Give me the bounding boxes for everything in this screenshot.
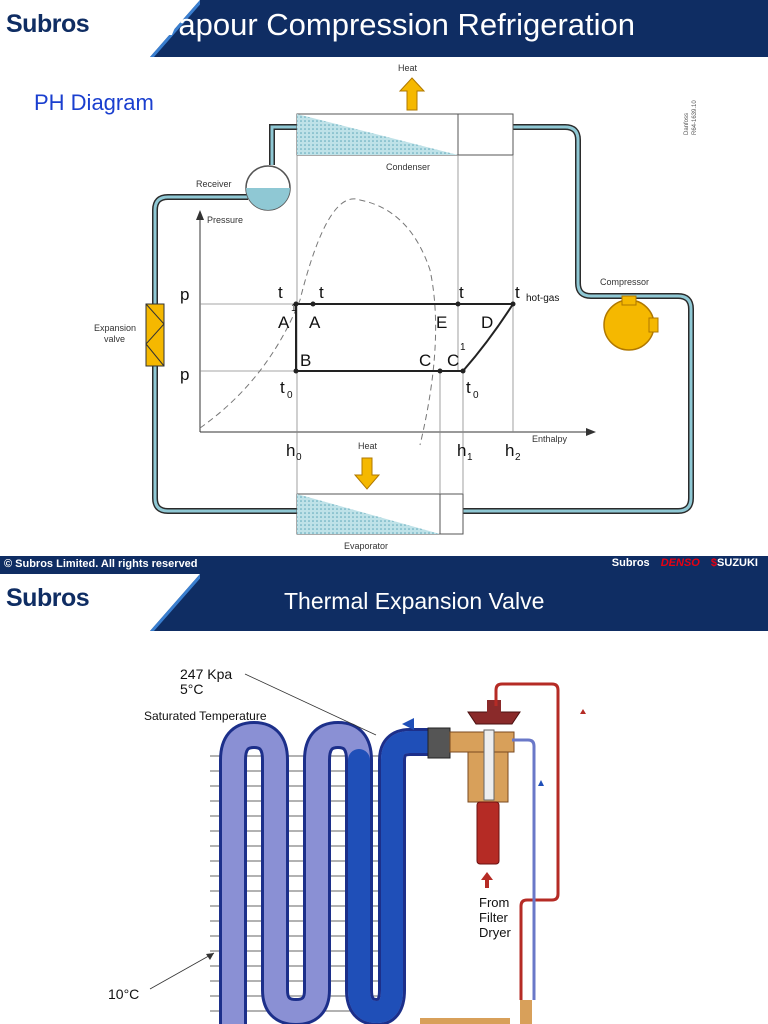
- temp-5c-label: 5°C: [180, 681, 204, 697]
- t0-left-label: t: [280, 378, 285, 397]
- header-swoosh: [0, 574, 200, 631]
- heat-top-label: Heat: [398, 63, 418, 73]
- enthalpy-axis-arrow: [586, 428, 596, 436]
- condenser: [296, 113, 514, 156]
- partner-logos: Subros DENSO $SUZUKI: [612, 557, 758, 569]
- slide-title: Thermal Expansion Valve: [284, 588, 545, 614]
- h2-label: h: [505, 441, 514, 460]
- saturation-dome: [199, 198, 437, 446]
- flow-arrow-left: [402, 718, 414, 730]
- a-label: A: [309, 313, 321, 332]
- header-bar: Subros Vapour Compression Refrigeration: [0, 0, 768, 57]
- h0-label: h: [286, 441, 295, 460]
- h2-sub: 2: [515, 452, 521, 463]
- heat-arrow-down: [353, 457, 381, 490]
- receiver: [245, 165, 291, 211]
- compressor-label: Compressor: [600, 277, 649, 287]
- t-hot-sub: hot-gas: [526, 293, 559, 304]
- danfoss-label-1: Danfoss: [684, 113, 690, 135]
- diagram-subtitle: PH Diagram: [34, 90, 154, 115]
- c1-sup: 1: [460, 342, 466, 353]
- from-label: From: [479, 895, 509, 910]
- a1-sup: 1: [291, 303, 297, 314]
- t-hot-label: t: [515, 283, 520, 302]
- bottom-fitting: [420, 1018, 510, 1024]
- p-high-label: p: [180, 285, 189, 304]
- header-bar: Subros Thermal Expansion Valve: [0, 574, 768, 631]
- expansion-valve-label-2: valve: [104, 334, 125, 344]
- footer-suzuki-logo: $SUZUKI: [710, 557, 758, 569]
- t0-right-sub: 0: [473, 390, 479, 401]
- footer-denso-logo: DENSO: [660, 557, 700, 569]
- footer-subros-logo: Subros: [611, 557, 650, 569]
- t0-right-label: t: [466, 378, 471, 397]
- header-swoosh: [0, 0, 200, 57]
- expansion-valve: [145, 303, 165, 367]
- subros-logo: Subros: [6, 10, 90, 39]
- subros-logo: Subros: [6, 584, 90, 613]
- slide-vapour-compression: Subros Vapour Compression Refrigeration …: [0, 0, 768, 574]
- logo-text: Subros: [6, 10, 90, 38]
- c-label: C: [419, 351, 431, 370]
- t0-left-sub: 0: [287, 390, 293, 401]
- danfoss-label-2: R64-1639.10: [692, 100, 698, 135]
- cycle-points: [293, 301, 516, 374]
- condenser-label: Condenser: [386, 162, 430, 172]
- evaporator-label: Evaporator: [344, 541, 388, 551]
- ph-diagram: Heat Heat Condenser Evaporator Receiver: [94, 63, 698, 551]
- h1-sub: 1: [467, 452, 473, 463]
- b-label: B: [300, 351, 311, 370]
- e-label: E: [436, 313, 447, 332]
- pressure-label: 247 Kpa: [180, 666, 232, 682]
- t-a-label: t: [319, 283, 324, 302]
- flow-arrow-up-small-blue: [538, 780, 544, 786]
- filter-label: Filter: [479, 910, 509, 925]
- flow-arrow-up-red: [481, 872, 493, 888]
- copyright-text: © Subros Limited. All rights reserved: [4, 558, 198, 570]
- temp-leader-arrow: [206, 953, 214, 960]
- enthalpy-axis-label: Enthalpy: [532, 434, 568, 444]
- ph-axes: [199, 215, 590, 433]
- footer-bar: © Subros Limited. All rights reserved Su…: [0, 556, 768, 574]
- heat-bottom-label: Heat: [358, 441, 378, 451]
- evaporator: [296, 493, 464, 535]
- slide-title: Vapour Compression Refrigeration: [160, 7, 635, 42]
- pressure-axis-label: Pressure: [207, 215, 243, 225]
- expansion-valve-body: [427, 700, 521, 865]
- dryer-label: Dryer: [479, 925, 511, 940]
- t-a1-label: t: [278, 283, 283, 302]
- p-low-label: p: [180, 365, 189, 384]
- d-label: D: [481, 313, 493, 332]
- temp-leader-line: [149, 952, 215, 990]
- temp-10c-label: 10°C: [108, 986, 139, 1002]
- t-e-label: t: [459, 283, 464, 302]
- txv-diagram: 247 Kpa 5°C Saturated Temperature From F…: [108, 666, 586, 1024]
- logo-text: Subros: [6, 584, 90, 612]
- a1-label: A: [278, 313, 290, 332]
- sensing-bulb: [520, 1000, 532, 1024]
- flow-arrow-up-small-red: [580, 709, 586, 714]
- c1-label: C: [447, 351, 459, 370]
- h0-sub: 0: [296, 452, 302, 463]
- receiver-label: Receiver: [196, 179, 232, 189]
- pressure-axis-arrow: [196, 210, 204, 220]
- compressor: [603, 295, 659, 351]
- slide-thermal-expansion-valve: Subros Thermal Expansion Valve: [0, 574, 768, 1024]
- refrigeration-cycle: [295, 303, 514, 372]
- heat-arrow-up: [398, 77, 426, 111]
- capillary-tubes: [494, 682, 560, 1000]
- saturated-temp-label: Saturated Temperature: [144, 709, 267, 723]
- evaporator-tube: [219, 720, 446, 1024]
- expansion-valve-label-1: Expansion: [94, 323, 136, 333]
- h1-label: h: [457, 441, 466, 460]
- pressure-leader-line: [244, 673, 377, 736]
